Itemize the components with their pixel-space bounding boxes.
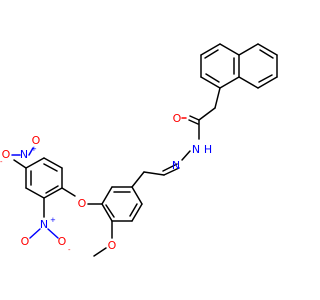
para-nitro-oxygen-minus-label: O xyxy=(2,148,11,161)
ether-oxygen-label: O xyxy=(78,197,87,210)
ether-bonds xyxy=(61,187,103,205)
ortho-nitro-plus-charge: + xyxy=(50,216,56,224)
nitro-para-bonds xyxy=(13,159,27,169)
para-nitro-oxygen-label: O xyxy=(32,134,41,147)
molecule-canvas: O N H N O O N + O - O N + O O - xyxy=(0,43,278,257)
dinitrophenyl-ring xyxy=(25,157,63,199)
para-nitro-plus-charge: + xyxy=(31,145,37,153)
para-nitro-nitrogen-label: N xyxy=(20,148,28,161)
naphthalene-ring-left xyxy=(200,43,240,89)
methoxy-group xyxy=(93,220,113,257)
methoxy-oxygen-label: O xyxy=(108,239,117,252)
molecule-structure: O N H N O O N + O - O N + O O - xyxy=(0,43,278,257)
ortho-nitro-oxygen-label: O xyxy=(21,235,30,248)
amide-nitrogen-label: N xyxy=(192,143,200,156)
naphthalene-ring-right xyxy=(238,43,278,89)
amide-hydrogen-label: H xyxy=(204,143,212,156)
ortho-nitro-oxygen-minus-label: O xyxy=(58,235,67,248)
acetamide-chain xyxy=(188,87,221,140)
carbonyl-oxygen-label: O xyxy=(173,112,182,125)
imine-nitrogen-label: N xyxy=(172,159,180,172)
hydrazone-linkage xyxy=(162,150,191,176)
ortho-nitro-nitrogen-label: N xyxy=(40,218,48,231)
para-nitro-minus-charge: - xyxy=(0,158,3,166)
ortho-nitro-minus-charge: - xyxy=(68,246,71,254)
methoxyphenyl-ring xyxy=(101,171,165,222)
